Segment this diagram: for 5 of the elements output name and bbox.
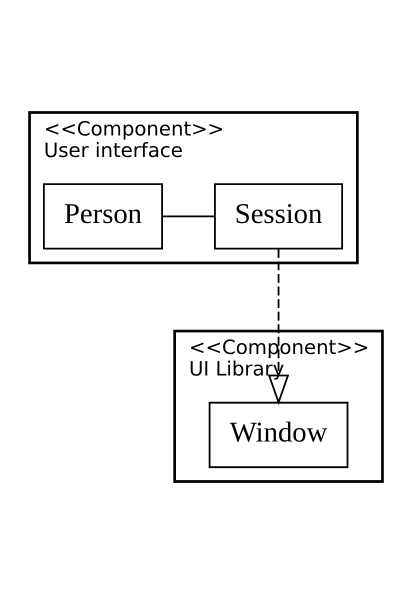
node-box: Window bbox=[208, 402, 348, 468]
node-box: Person bbox=[42, 183, 164, 250]
arrow bbox=[268, 248, 290, 406]
node-box: Session bbox=[214, 183, 344, 250]
connector bbox=[162, 216, 215, 218]
